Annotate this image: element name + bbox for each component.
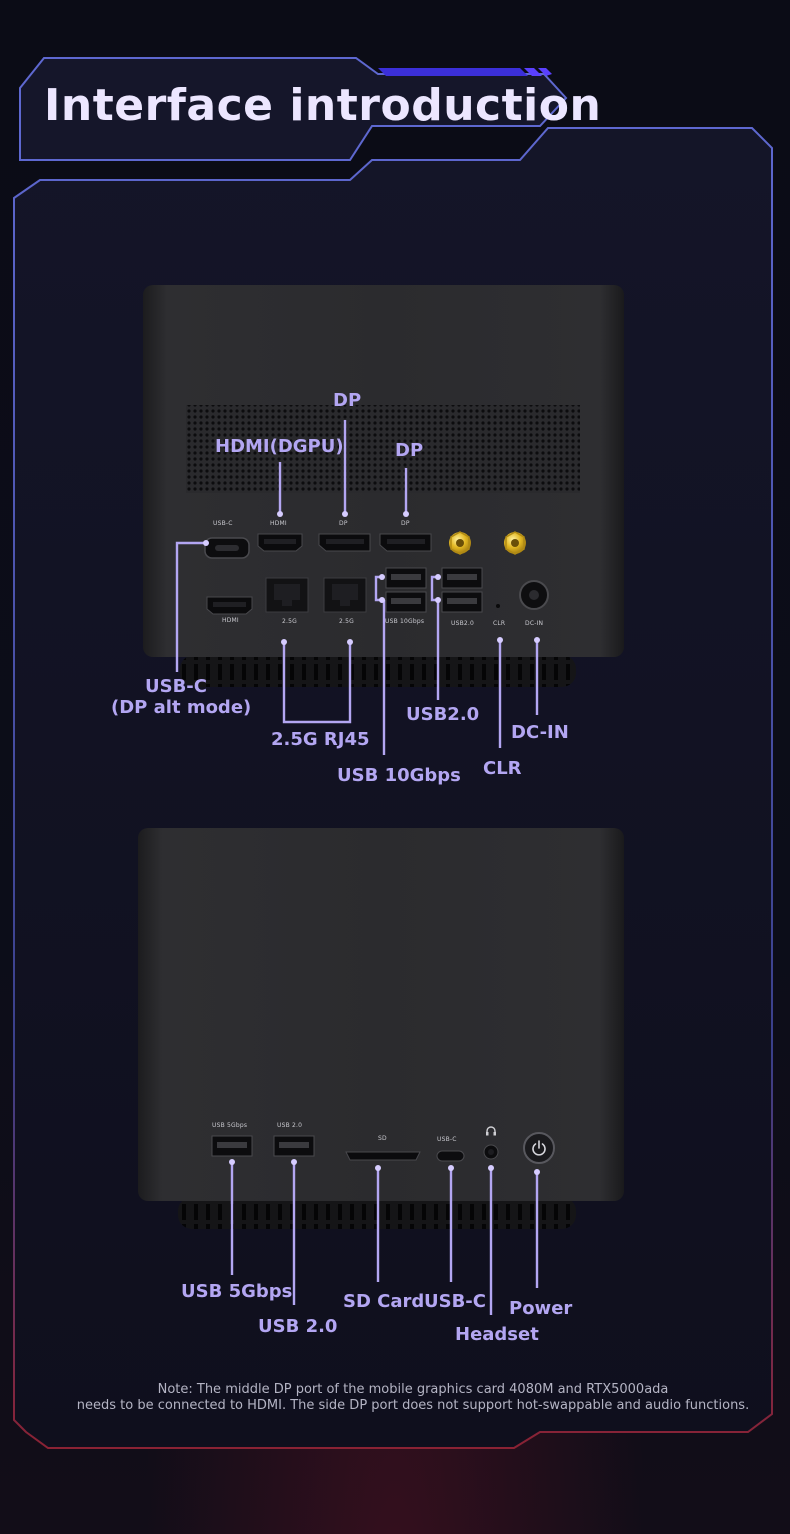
silk-rj45-2: 2.5G bbox=[339, 618, 354, 625]
page-title: Interface introduction bbox=[44, 80, 602, 131]
silk-hdmi-top: HDMI bbox=[270, 520, 287, 527]
callout-rj45: 2.5G RJ45 bbox=[271, 729, 370, 750]
footnote: Note: The middle DP port of the mobile g… bbox=[0, 1382, 790, 1414]
power-icon bbox=[532, 1140, 546, 1156]
callout-usbc-line1: USB-C bbox=[145, 676, 207, 697]
silk-usb5: USB 5Gbps bbox=[212, 1122, 248, 1129]
silk-dp1: DP bbox=[339, 520, 348, 527]
front-leader-dots bbox=[229, 1159, 540, 1175]
callout-clr: CLR bbox=[483, 758, 522, 779]
footnote-line2: needs to be connected to HDMI. The side … bbox=[76, 1398, 750, 1413]
silk-hdmi-bottom: HDMI bbox=[222, 617, 239, 624]
callout-usb20: USB2.0 bbox=[406, 704, 480, 725]
silk-usbc-dp: USB-C bbox=[213, 520, 233, 527]
footnote-line1: Note: The middle DP port of the mobile g… bbox=[157, 1382, 669, 1397]
headphone-icon bbox=[486, 1126, 496, 1136]
rear-leader-dots bbox=[203, 511, 540, 645]
callout-usbc-line2: (DP alt mode) bbox=[111, 697, 252, 718]
callout-power: Power bbox=[509, 1298, 573, 1319]
rear-unit bbox=[143, 285, 624, 687]
callout-usb20-front: USB 2.0 bbox=[258, 1316, 338, 1337]
silk-clr: CLR bbox=[493, 620, 506, 627]
front-unit bbox=[138, 828, 624, 1229]
silk-usbc-front: USB-C bbox=[437, 1136, 457, 1143]
front-leader-lines bbox=[230, 1162, 539, 1315]
callout-hdmi-dgpu: HDMI(DGPU) bbox=[215, 436, 344, 457]
silk-dcin: DC-IN bbox=[525, 620, 544, 627]
silk-usb20: USB2.0 bbox=[451, 620, 475, 627]
callout-dcin: DC-IN bbox=[511, 722, 569, 743]
callout-usb5: USB 5Gbps bbox=[181, 1281, 293, 1302]
rear-leader-lines bbox=[175, 420, 539, 755]
callout-sd-card: SD Card bbox=[343, 1291, 425, 1312]
callout-usbc-front: USB-C bbox=[424, 1291, 486, 1312]
silk-usb10: USB 10Gbps bbox=[385, 618, 425, 625]
silk-dp2: DP bbox=[401, 520, 410, 527]
silk-usb20-front: USB 2.0 bbox=[277, 1122, 303, 1129]
silk-rj45-1: 2.5G bbox=[282, 618, 297, 625]
callout-dp-middle: DP bbox=[333, 390, 362, 411]
callout-headset: Headset bbox=[455, 1324, 539, 1345]
callout-dp-side: DP bbox=[395, 440, 424, 461]
callout-usb10: USB 10Gbps bbox=[337, 765, 461, 786]
silk-sd: SD bbox=[378, 1135, 387, 1142]
